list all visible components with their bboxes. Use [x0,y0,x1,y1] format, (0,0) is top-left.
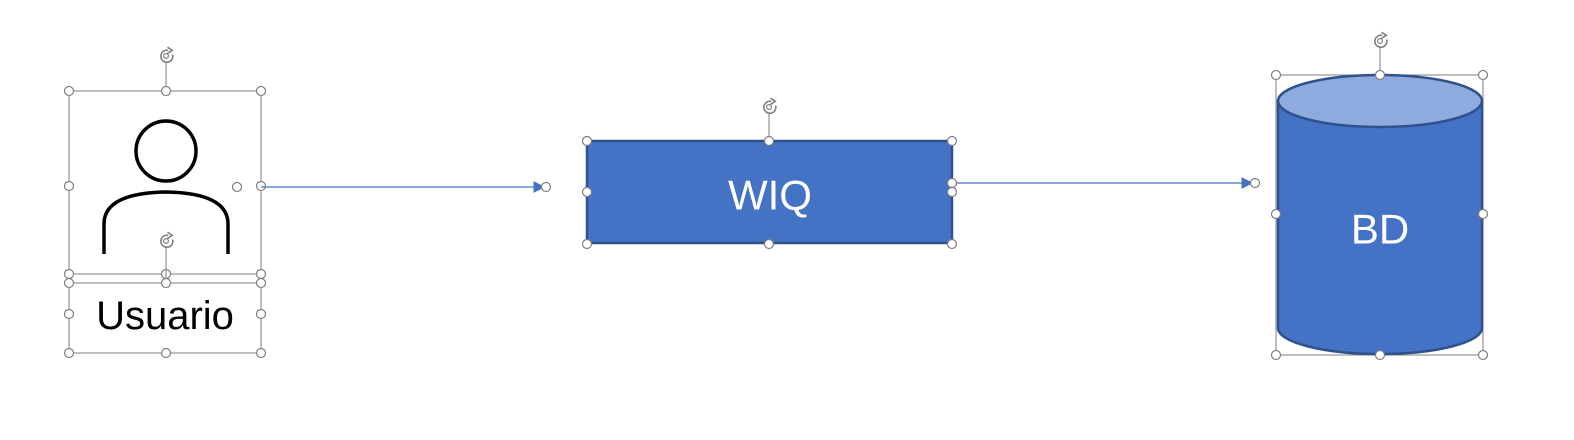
wiq-node[interactable]: WIQ [581,97,958,250]
wiq-rectangle [585,139,954,245]
user-label-resize-handles[interactable] [63,277,267,359]
connector-start-handle[interactable] [946,177,958,189]
connector-user-to-wiq[interactable] [231,181,552,193]
connector-start-handle[interactable] [231,181,243,193]
connector-end-handle[interactable] [1249,177,1261,189]
user-label-rotate-handle[interactable] [160,231,174,249]
user-node[interactable]: Usuario [63,46,267,359]
user-icon [102,119,230,254]
connector-end-handle[interactable] [540,181,552,193]
database-cylinder [1276,73,1484,356]
user-label: Usuario [96,294,234,338]
wiq-resize-handles[interactable] [581,135,958,250]
bd-node[interactable]: BD [1270,31,1489,361]
wiq-rotate-handle[interactable] [763,97,777,115]
user-icon-rotate-handle[interactable] [160,46,174,64]
bd-label: BD [1351,206,1409,253]
bd-rotate-handle[interactable] [1374,31,1388,49]
bd-resize-handles[interactable] [1270,69,1489,361]
wiq-label: WIQ [728,172,812,219]
connector-wiq-to-bd[interactable] [946,177,1261,189]
